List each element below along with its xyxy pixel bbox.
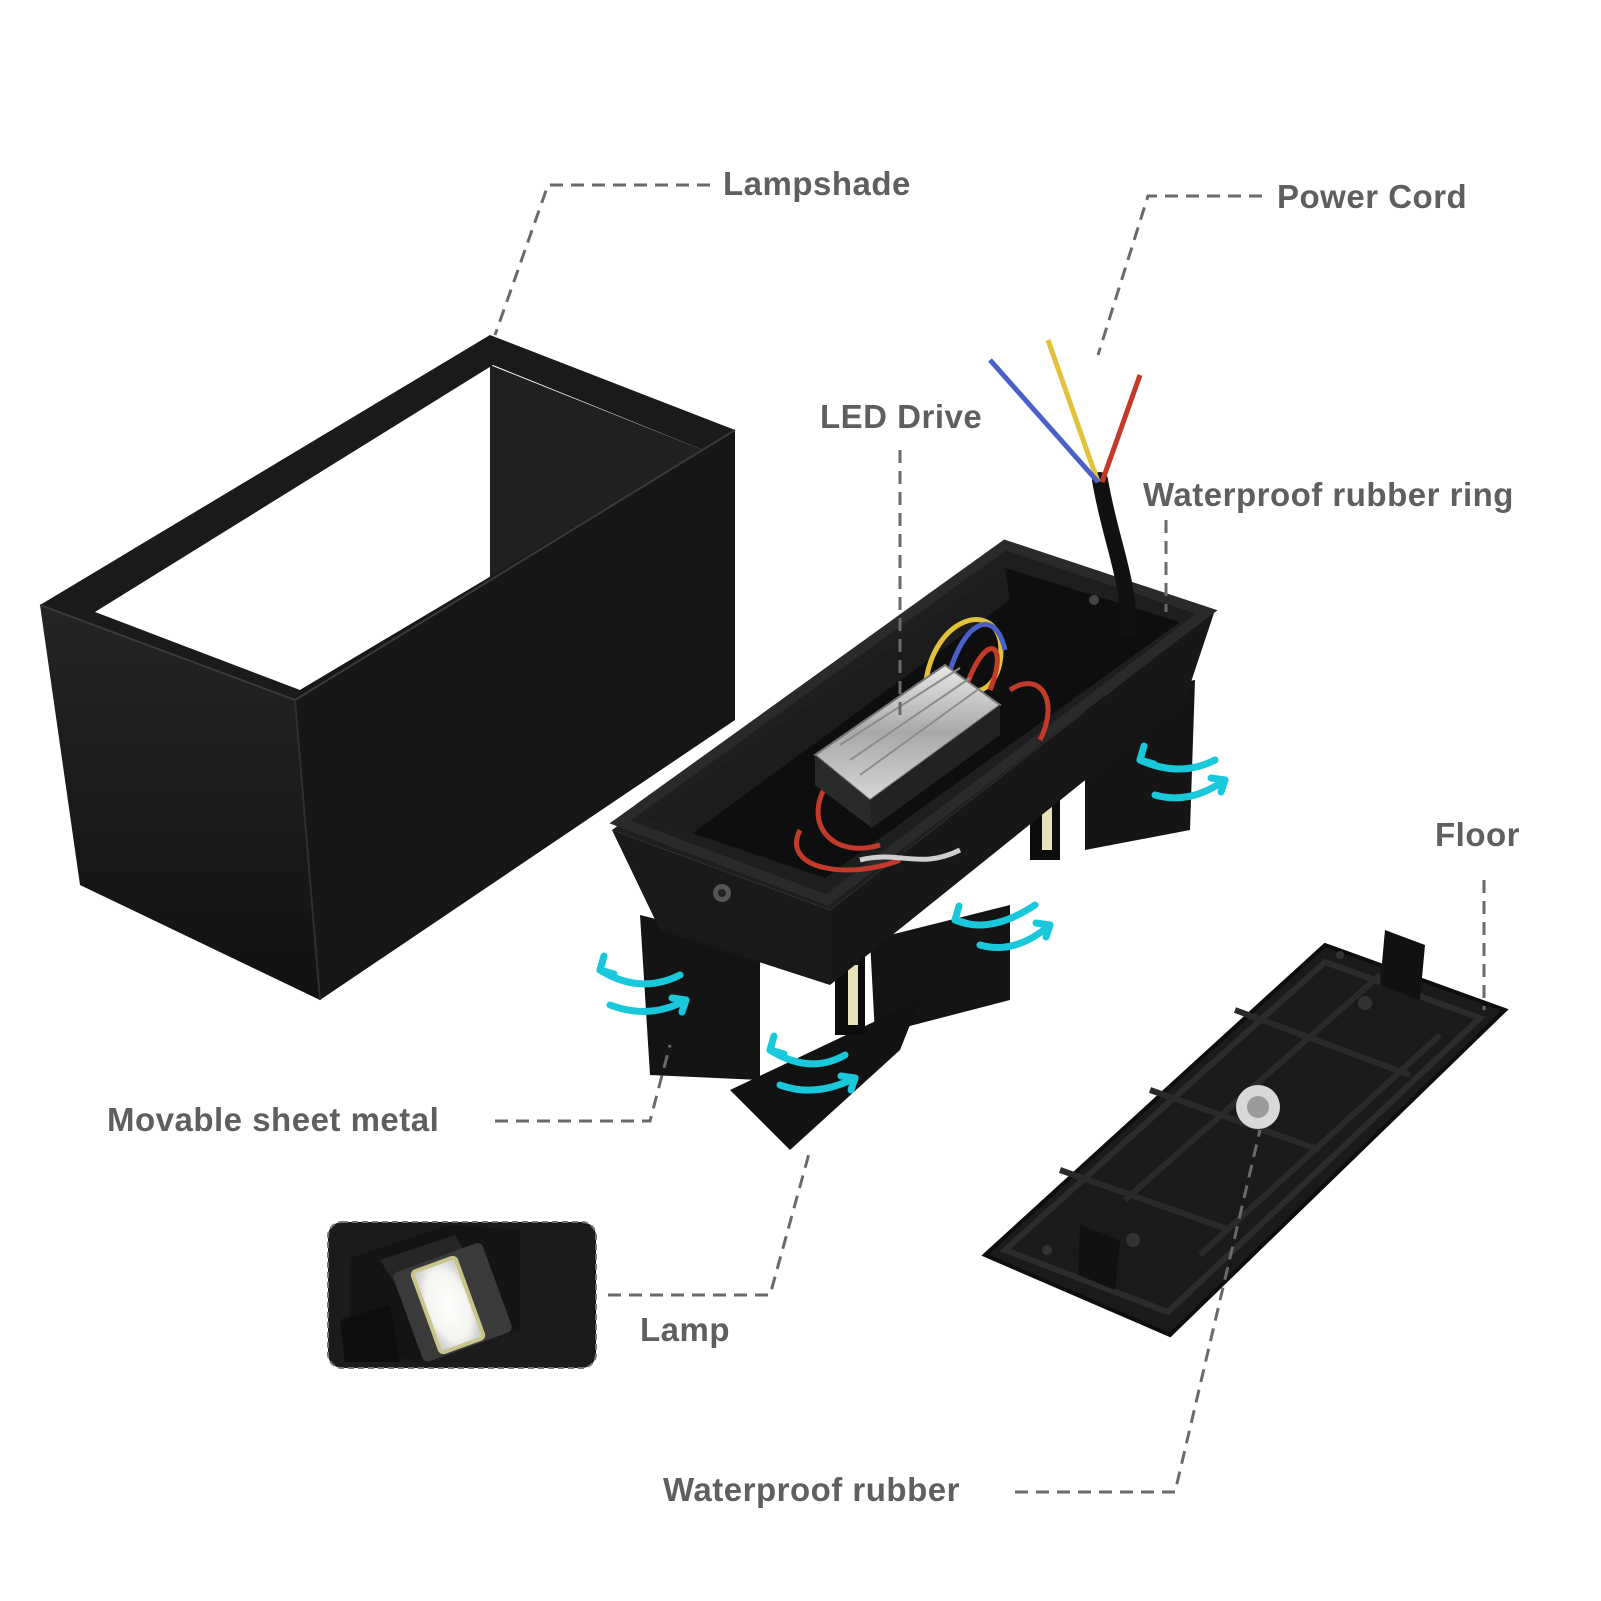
lampshade-box xyxy=(40,335,735,1000)
base-plate xyxy=(985,930,1505,1335)
label-waterproof-rubber-ring: Waterproof rubber ring xyxy=(1143,478,1514,511)
lamp-detail-inset xyxy=(328,1222,596,1368)
label-waterproof-rubber: Waterproof rubber xyxy=(663,1473,960,1506)
label-lampshade: Lampshade xyxy=(723,167,911,200)
leader-lamp xyxy=(608,1150,810,1295)
label-movable-sheet-metal: Movable sheet metal xyxy=(107,1103,439,1136)
leader-lampshade xyxy=(495,185,710,335)
label-lamp: Lamp xyxy=(640,1313,730,1346)
label-floor: Floor xyxy=(1435,818,1520,851)
label-led-drive: LED Drive xyxy=(820,400,982,433)
leader-power-cord xyxy=(1098,196,1262,355)
label-power-cord: Power Cord xyxy=(1277,180,1467,213)
leader-movable-metal xyxy=(495,1045,670,1121)
